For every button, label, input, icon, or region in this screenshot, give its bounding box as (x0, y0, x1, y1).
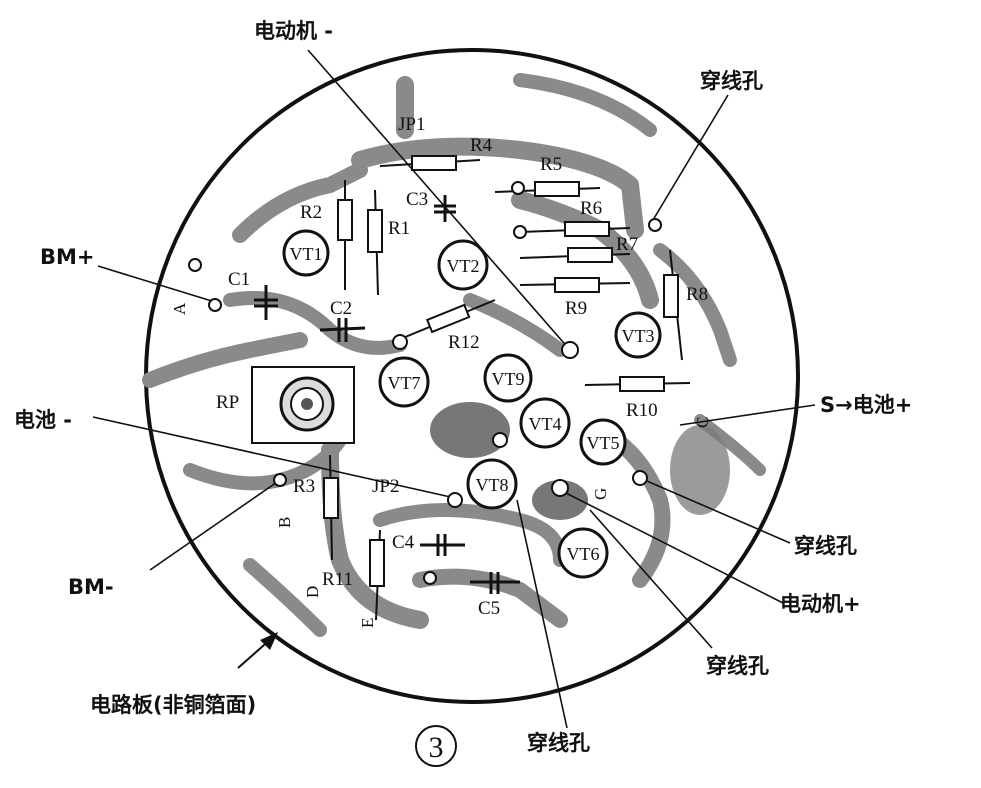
label-vt8: VT8 (476, 475, 509, 495)
transistors (282, 229, 662, 579)
label-vt5: VT5 (587, 433, 620, 453)
transistor-vt4 (519, 397, 571, 449)
resistors (323, 155, 691, 621)
resistor-r10-body (619, 376, 665, 392)
label-jp1: JP1 (398, 114, 425, 135)
edge-letter-e: E (358, 618, 377, 628)
edge-letter-c: C (693, 417, 712, 428)
callout-thread-hole-bottom: 穿线孔 (527, 731, 590, 755)
transistor-vt1 (282, 229, 330, 277)
label-vt7: VT7 (388, 373, 421, 393)
label-r5: R5 (540, 154, 562, 175)
transistor-vt2 (437, 239, 489, 291)
resistor-r5-body (534, 181, 580, 197)
transistor-vt7 (378, 356, 430, 408)
label-vt1: VT1 (290, 244, 323, 264)
callout-motor-plus: 电动机+ (780, 592, 861, 616)
callout-battery-minus: 电池 - (14, 408, 72, 432)
resistor-r7-body (567, 247, 613, 263)
label-r3: R3 (293, 476, 315, 497)
label-c1: C1 (228, 269, 250, 290)
callout-thread-hole-bottom-right: 穿线孔 (706, 654, 769, 678)
callout-thread-hole-top: 穿线孔 (700, 69, 763, 93)
resistor-r6-body (564, 221, 610, 237)
label-r8: R8 (686, 284, 708, 305)
resistor-r8-body (663, 274, 679, 318)
edge-letter-g: G (591, 488, 610, 500)
resistor-r2-body (337, 199, 353, 241)
potentiometer-rp (251, 366, 355, 444)
figure-number-ring (415, 725, 457, 767)
figure-number: 3 (429, 731, 444, 764)
label-r11: R11 (322, 569, 353, 590)
resistor-r12-body (425, 303, 471, 334)
label-rp: RP (216, 392, 239, 413)
transistor-vt8 (466, 458, 518, 510)
label-r10: R10 (626, 400, 658, 421)
transistor-vt3 (614, 311, 662, 359)
label-r12: R12 (448, 332, 480, 353)
capacitors (254, 195, 520, 594)
label-r2: R2 (300, 202, 322, 223)
label-c4: C4 (392, 532, 415, 553)
leader-lines (92, 49, 816, 729)
edge-letter-a: A (170, 302, 189, 315)
label-r6: R6 (580, 198, 602, 219)
callout-s-battery-plus: S→电池+ (820, 393, 912, 417)
edge-letter-b: B (275, 517, 294, 528)
callout-thread-hole-right: 穿线孔 (794, 534, 857, 558)
callout-motor-minus: 电动机 - (254, 19, 333, 43)
label-c3: C3 (406, 189, 428, 210)
label-vt3: VT3 (622, 326, 655, 346)
label-c5: C5 (478, 598, 500, 619)
resistor-r4-body (411, 155, 457, 171)
pads (188, 181, 662, 585)
label-c2: C2 (330, 298, 352, 319)
transistor-vt9 (483, 353, 533, 403)
label-vt9: VT9 (492, 369, 525, 389)
resistor-r11-body (369, 539, 385, 587)
label-r7: R7 (616, 234, 638, 255)
callout-board-side: 电路板(非铜箔面) (90, 693, 256, 717)
label-r4: R4 (470, 135, 493, 156)
resistor-r9-body (554, 277, 600, 293)
transistor-vt6 (557, 527, 609, 579)
label-jp2: JP2 (372, 476, 399, 497)
label-vt4: VT4 (529, 414, 562, 434)
label-r9: R9 (565, 298, 587, 319)
label-vt6: VT6 (567, 544, 600, 564)
resistor-r1-body (367, 209, 383, 253)
transistor-vt5 (579, 418, 627, 466)
callout-bm-minus: BM- (68, 575, 114, 599)
copper-fill-center (430, 402, 730, 520)
resistor-r3-body (323, 477, 339, 519)
label-r1: R1 (388, 218, 410, 239)
edge-letter-d: D (303, 586, 322, 598)
callout-bm-plus: BM+ (40, 245, 95, 269)
board-pointer-arrow (237, 632, 278, 669)
label-vt2: VT2 (447, 256, 480, 276)
